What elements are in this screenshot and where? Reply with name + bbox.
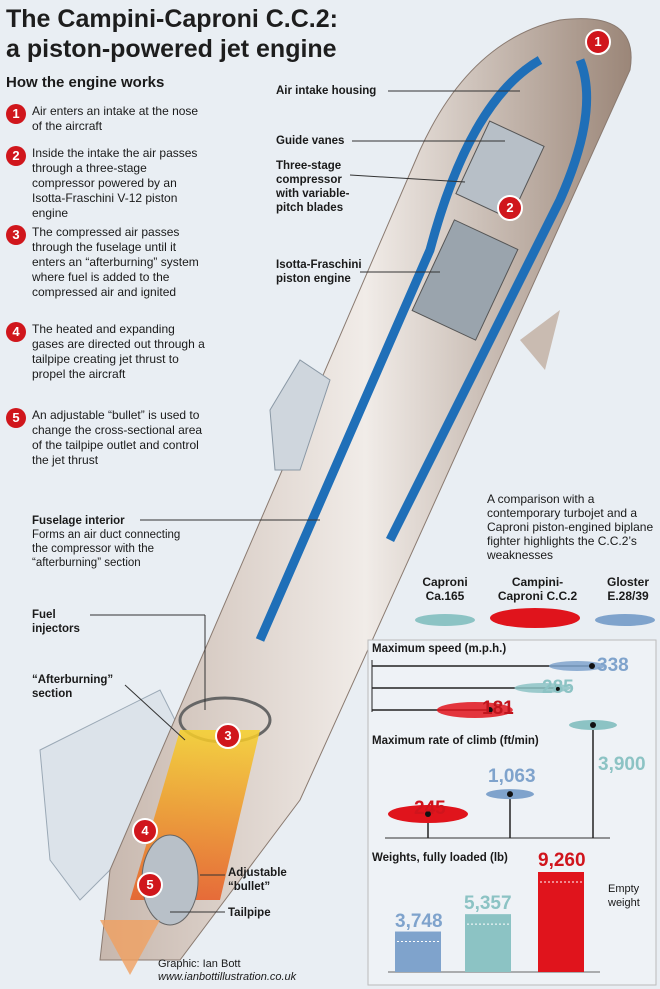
airflow-arrow-left [255,56,543,642]
step-text: The heated and expanding gases are direc… [32,322,205,381]
marker-2: 2 [497,195,523,221]
step-number: 1 [6,104,26,124]
climb-point-0 [425,811,431,818]
label-tailpipe: Tailpipe [228,907,271,919]
speed-title: Maximum speed (m.p.h.) [372,643,507,655]
compressor [455,120,545,220]
leader-lines [90,90,520,913]
climb-point-1 [507,791,513,798]
plane-silhouette [415,614,475,626]
label-piston-engine: Isotta-Fraschini piston engine [276,259,362,285]
empty-weight-note: Empty weight [608,883,640,909]
climb-label-ca165: 3,900 [598,754,646,775]
marker-3: 3 [215,723,241,749]
climb-label-gloster: 1,063 [488,766,536,787]
weight-label-cc2: 9,260 [538,850,586,871]
weight-title: Weights, fully loaded (lb) [372,852,508,864]
exhaust-arrows [100,920,160,975]
weight-bar-0 [395,931,441,972]
label-air-intake: Air intake housing [276,85,377,97]
page-title: The Campini-Caproni C.C.2:a piston-power… [6,5,338,63]
speed-label-cc2: 181 [482,698,514,719]
climb-label-cc2: 245 [414,798,446,819]
weight-label-ca165: 5,357 [464,893,512,914]
airflow-arrow-right [385,58,592,543]
step-text: Air enters an intake at the nose of the … [32,104,199,133]
weight-bar-1 [465,914,511,972]
tail-fin [520,310,560,370]
step-4: 4 The heated and expanding gases are dire… [6,322,206,382]
plane-silhouette [595,614,655,626]
step-5: 5 An adjustable “bullet” is used to chang… [6,408,206,468]
marker-1: 1 [585,29,611,55]
marker-4: 4 [132,818,158,844]
speed-point-2 [486,707,493,713]
climb-title: Maximum rate of climb (ft/min) [372,735,539,747]
piston-engine [411,219,519,341]
step-2: 2 Inside the intake the air passes throug… [6,146,206,221]
plane-name-gloster: Gloster E.28/39 [606,575,649,603]
speed-plane-2 [436,702,513,718]
step-text: Inside the intake the air passes through… [32,146,198,220]
speed-point-1 [554,685,561,691]
step-text: An adjustable “bullet” is used to change… [32,408,203,467]
cockpit-canopy [269,359,331,471]
plane-silhouette [490,608,580,628]
climb-point-2 [590,722,596,728]
weight-bar-2 [538,872,584,972]
label-bullet: Adjustable “bullet” [228,867,287,893]
speed-label-gloster: 338 [597,655,629,676]
step-number: 3 [6,225,26,245]
speed-point-0 [589,663,595,669]
label-compressor: Three-stage compressor with variable-pit… [276,160,350,214]
plane-name-ca165: Caproni Ca.165 [422,575,468,603]
section-subtitle: How the engine works [6,74,165,91]
label-afterburning: “Afterburning” section [32,674,114,700]
label-guide-vanes: Guide vanes [276,135,345,147]
plane-name-cc2: Campini-Caproni C.C.2 [497,575,578,603]
step-text: The compressed air passes through the fu… [32,225,199,299]
step-3: 3 The compressed air passes through the f… [6,225,206,300]
weight-label-gloster: 3,748 [395,911,443,932]
step-1: 1 Air enters an intake at the nose of the… [6,104,206,134]
step-number: 5 [6,408,26,428]
step-number: 2 [6,146,26,166]
marker-5: 5 [137,872,163,898]
comparison-intro: A comparison with a contemporary turboje… [487,492,654,562]
step-number: 4 [6,322,26,342]
speed-label-ca165: 285 [542,677,574,698]
label-fuel-injectors: Fuel injectors [32,609,80,635]
